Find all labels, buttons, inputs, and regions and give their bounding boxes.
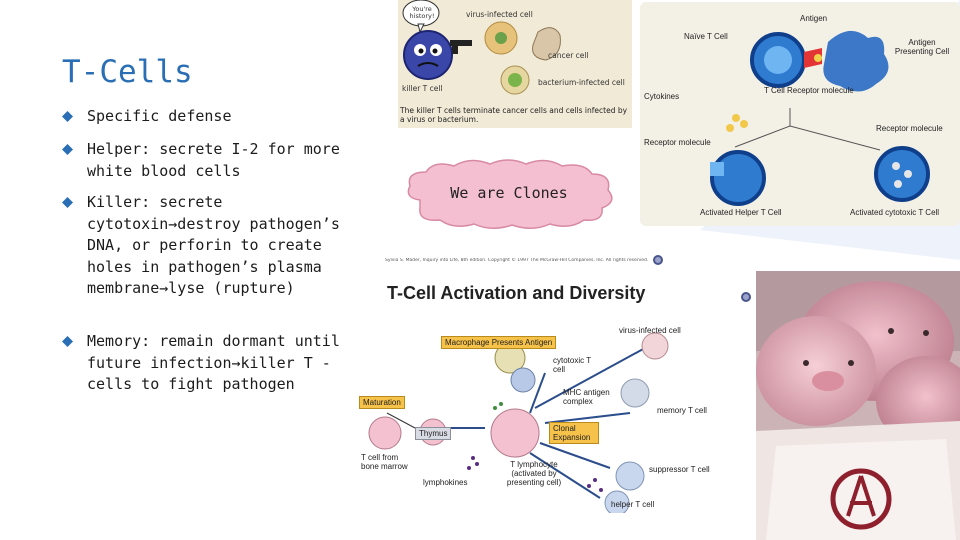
diamond-bullet-icon (62, 197, 73, 208)
box-clonal: Clonal Expansion (549, 422, 599, 444)
bullet-text: Killer: secrete cytotoxin→destroy pathog… (87, 193, 340, 297)
label-naive-t-cell: Naïve T Cell (684, 32, 728, 41)
bullet-item: Specific defense (62, 106, 352, 128)
box-maturation: Maturation (359, 396, 405, 409)
bullet-item: Memory: remain dormant until future infe… (62, 331, 352, 396)
label-lymphokines: lymphokines (423, 478, 468, 487)
label-cytokines: Cytokines (644, 92, 680, 101)
label-receptor-left: Receptor molecule (644, 138, 711, 147)
label-cytotoxic: Activated cytotoxic T Cell (850, 208, 940, 217)
diamond-bullet-icon (62, 144, 73, 155)
diamond-bullet-icon (62, 336, 73, 347)
label-from-marrow: T cell from bone marrow (361, 453, 408, 471)
label-t-lymphocyte: T lymphocyte (activated by presenting ce… (506, 460, 562, 487)
label-apc: Antigen Presenting Cell (894, 38, 950, 56)
activation-diagram: Macrophage Presents Antigen virus-infect… (355, 308, 730, 513)
label-mhc: MHC antigen complex (563, 388, 610, 406)
bullet-item: Killer: secrete cytotoxin→destroy pathog… (62, 192, 352, 300)
speech-bubble-text: You're history! (409, 5, 435, 20)
label-cancer-cell: cancer cell (548, 51, 589, 60)
bullet-text: Helper: secrete I-2 for more white blood… (87, 140, 340, 180)
activation-title: T-Cell Activation and Diversity (387, 283, 646, 303)
handle-dot (741, 292, 751, 302)
bullet-text: Memory: remain dormant until future infe… (87, 332, 340, 393)
bullet-text: Specific defense (87, 107, 232, 125)
label-bacterium-infected: bacterium-infected cell (538, 78, 625, 87)
killer-t-cell-illustration: You're history! virus-infected cell canc… (398, 0, 632, 128)
box-thymus: Thymus (415, 427, 452, 440)
cloud-text: We are Clones (450, 184, 568, 202)
bullet-item: Helper: secrete I-2 for more white blood… (62, 139, 352, 182)
label-virus-infected: virus-infected cell (466, 10, 533, 19)
label-t-cell-receptor: T Cell Receptor molecule (764, 86, 854, 95)
handle-dot (653, 255, 663, 265)
label-virus-cell: virus-infected cell (619, 326, 681, 335)
box-macrophage: Macrophage Presents Antigen (441, 336, 557, 349)
diamond-bullet-icon (62, 111, 73, 122)
source-strip: Sylvia S. Mader, Inquiry into Life, 8th … (385, 258, 649, 263)
label-cytotoxic-cell: cytotoxic T cell (553, 356, 591, 374)
cloud-shape (407, 159, 613, 229)
label-killer-t-cell: killer T cell (402, 84, 443, 93)
label-antigen: Antigen (800, 14, 828, 23)
label-receptor-right: Receptor molecule (876, 124, 943, 133)
t-cell-receptor-diagram: Antigen Naïve T Cell Antigen Presenting … (640, 2, 960, 226)
killer-caption: The killer T cells terminate cancer cell… (400, 106, 628, 124)
label-memory: memory T cell (657, 406, 707, 415)
label-suppressor: suppressor T cell (649, 465, 710, 474)
slide-title: T-Cells (62, 54, 193, 90)
label-helper: Activated Helper T Cell (700, 208, 782, 217)
plush-toy-photo (756, 271, 960, 540)
label-helper-cell: helper T cell (611, 500, 655, 509)
